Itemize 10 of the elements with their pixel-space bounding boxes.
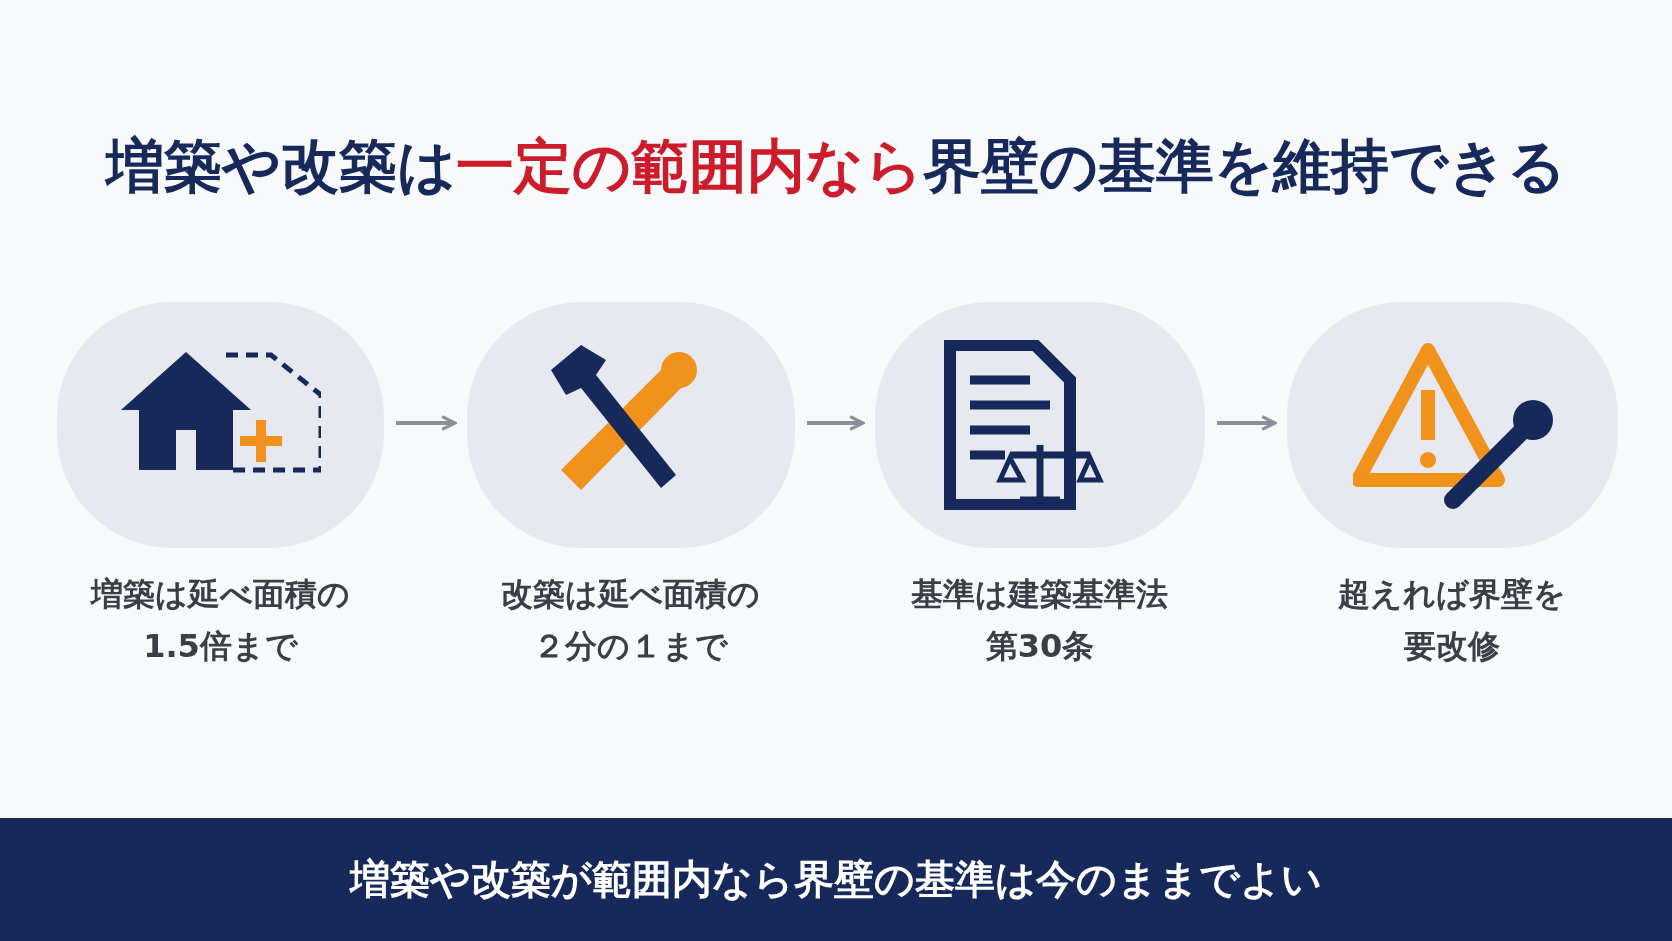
arrow bbox=[1217, 415, 1277, 431]
arrow bbox=[396, 415, 457, 431]
summary-text: 増築や改築が範囲内なら界壁の基準は今のままでよい bbox=[350, 855, 1322, 904]
summary-band bbox=[0, 818, 1672, 941]
arrow bbox=[807, 415, 865, 431]
node-label: 改築は延べ面積の２分の１まで bbox=[500, 574, 762, 667]
node-label: 超えれば界壁を要改修 bbox=[1337, 574, 1568, 667]
node-label: 増築は延べ面積の1.5倍まで bbox=[89, 574, 351, 667]
node-label: 基準は建築基準法第30条 bbox=[910, 574, 1170, 667]
title: 増築や改築は一定の範囲内なら界壁の基準を維持できる bbox=[103, 131, 1567, 202]
